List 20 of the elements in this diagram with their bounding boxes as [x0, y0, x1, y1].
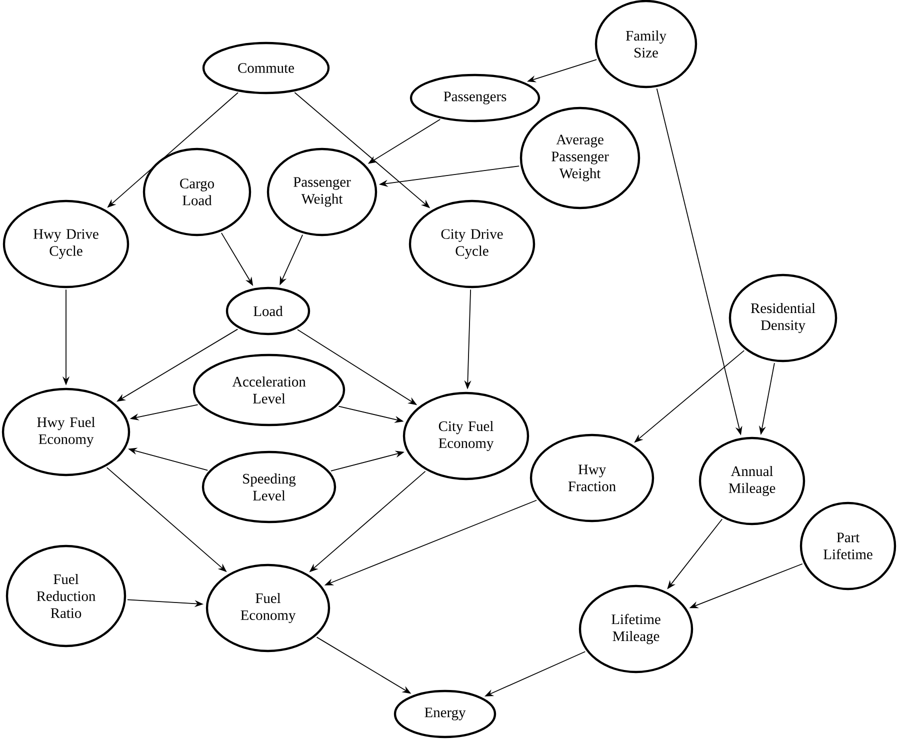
ellipse-node: City Fuel Economy: [402, 392, 530, 480]
ellipse-node: Annual Mileage: [698, 436, 806, 526]
ellipse-node: Hwy Drive Cycle: [2, 200, 130, 288]
ellipse-node: Cargo Load: [142, 148, 252, 236]
ellipse-node: Commute: [202, 42, 330, 94]
ellipse-node: Speeding Level: [202, 450, 336, 524]
ellipse-node: Part Lifetime: [800, 502, 896, 590]
ellipse-node: Acceleration Level: [192, 354, 346, 426]
ellipse-node: City Drive Cycle: [408, 200, 536, 288]
ellipse-node: Lifetime Mileage: [578, 584, 694, 674]
ellipse-node: Fuel Economy: [206, 564, 330, 652]
ellipse-node: Average Passenger Weight: [520, 106, 640, 210]
ellipse-node: Hwy Fuel Economy: [2, 388, 130, 476]
ellipse-node: Energy: [394, 690, 496, 738]
ellipse-node: Hwy Fraction: [530, 434, 654, 522]
ellipse-node: Residential Density: [728, 274, 838, 362]
ellipse-node: Passengers: [410, 74, 540, 122]
ellipse-node: Load: [226, 286, 310, 336]
ellipse-node: Passenger Weight: [266, 148, 378, 236]
ellipse-node: Fuel Reduction Ratio: [6, 544, 126, 648]
